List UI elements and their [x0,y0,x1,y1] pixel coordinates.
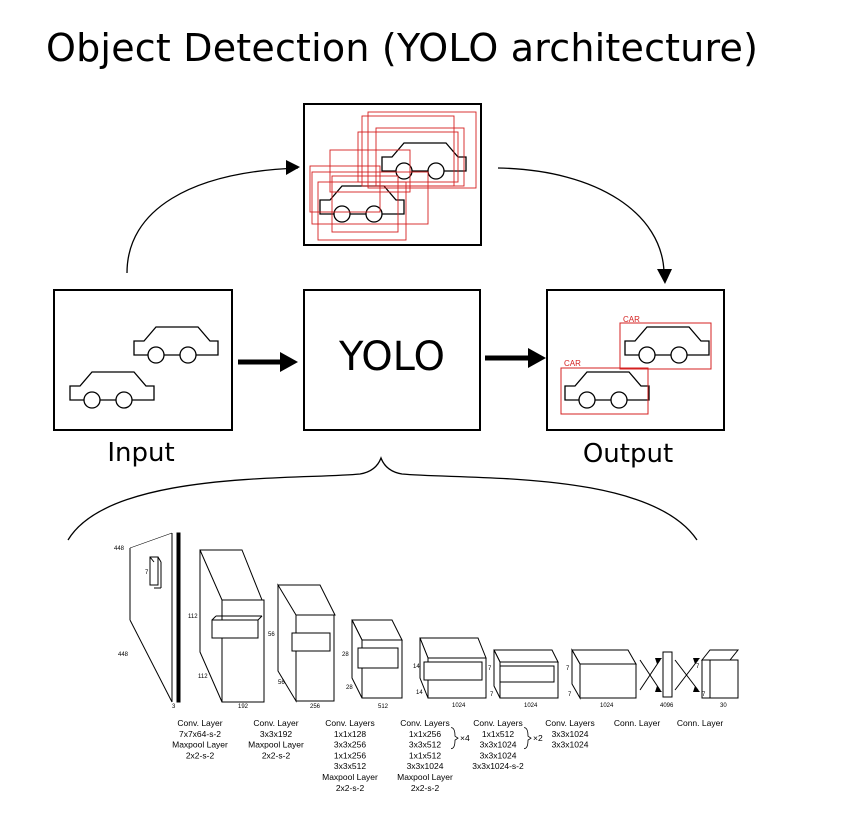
dim-label: 3 [172,704,176,710]
grid-predictions-panel [303,103,482,246]
stage-caption-line: 3x3x1024 [552,740,589,750]
stage-caption-line: 7x7x64-s-2 [179,729,221,739]
arrow-grid-to-output [497,167,665,273]
layer-conv-5 [493,649,559,699]
dim-label: 7 [568,692,572,698]
stage-caption-line: 1x1x128 [334,729,366,739]
layer-conv-2 [277,583,336,703]
stage-caption-line: Maxpool Layer [172,740,228,750]
dim-label: 28 [342,652,349,658]
arrow-input-to-yolo [238,352,298,372]
detection-box [619,322,712,370]
stage-caption-line: 3x3x1024 [480,750,517,760]
stage-caption-line: 1x1x512 [409,750,441,760]
layer-conv-6 [571,648,637,700]
stage-caption-line: 1x1x256 [409,729,441,739]
stage-caption-line: 3x3x512 [334,761,366,771]
input-panel [53,289,233,431]
dim-label: 7 [488,666,492,672]
stage-caption-line: 3x3x256 [334,740,366,750]
dim-label: 4096 [660,703,674,709]
dim-label: 192 [238,704,249,710]
stage-caption-line: Conv. Layers [400,718,449,728]
fc-arrowheads [655,658,700,692]
arrowhead-icon [286,160,300,175]
dim-label: 112 [198,674,208,680]
network-layers [129,532,740,703]
diagram-title: Object Detection (YOLO architecture) [46,26,759,70]
stage-caption-line: Conv. Layers [545,718,594,728]
stage-caption-line: Conv. Layers [473,718,522,728]
layer-fc-1 [639,651,699,698]
dim-label: 14 [416,690,423,696]
dim-label: 1024 [600,703,614,709]
stage-caption-line: 2x2-s-2 [411,783,440,793]
yolo-box [303,289,481,431]
stage-caption-line: 2x2-s-2 [262,750,291,760]
repeat-brace-icon [450,727,459,750]
detection-label: CAR [623,315,640,324]
stage-caption-line: Maxpool Layer [322,772,378,782]
dim-label: 7 [696,664,700,670]
layer-conv-1 [199,549,265,703]
input-label: Input [107,438,174,468]
dim-label: 448 [118,652,129,658]
dim-label: 56 [268,632,275,638]
dim-label: 30 [720,703,727,709]
repeat-brace-icon [523,727,532,750]
layer-output [700,649,740,699]
stage-caption-line: Maxpool Layer [248,740,304,750]
arrow-yolo-to-output [485,348,546,368]
stage-caption-line: 3x3x1024 [407,761,444,771]
candidate-boxes [309,111,477,241]
layer-input [129,532,181,703]
arrowhead-icon [657,269,672,284]
dim-label: 1024 [524,703,538,709]
dimension-labels: 448 448 3 7 112 112 192 56 56 256 28 28 … [114,546,727,710]
layer-conv-3 [351,619,403,699]
output-panel: CAR CAR [546,289,725,431]
dim-label: 56 [278,680,285,686]
arrow-input-to-grid [126,167,299,274]
stage-caption-line: Conv. Layer [177,718,222,728]
brace-icon [67,456,698,541]
stage-caption-line: Conn. Layer [614,718,660,728]
stage-caption-line: Maxpool Layer [397,772,453,782]
output-label: Output [583,439,673,469]
stage-caption-line: 2x2-s-2 [186,750,215,760]
yolo-label: YOLO [338,334,445,380]
repeat-count: ×4 [460,733,470,743]
stage-caption-line: Conv. Layer [253,718,298,728]
layer-conv-4 [419,637,487,699]
stage-caption-line: 3x3x1024 [480,740,517,750]
detection-label: CAR [564,359,581,368]
dim-label: 448 [114,546,125,552]
stage-caption-line: 1x1x512 [482,729,514,739]
dim-label: 7 [702,692,706,698]
dim-label: 7 [566,666,570,672]
dim-label: 7 [145,570,149,576]
dim-label: 112 [188,614,198,620]
stage-caption-line: Conn. Layer [677,718,723,728]
dim-label: 512 [378,704,389,710]
dim-label: 28 [346,685,353,691]
dim-label: 14 [413,664,420,670]
repeat-count: ×2 [533,733,543,743]
stage-caption-line: 3x3x192 [260,729,292,739]
detection-box [560,367,649,415]
stage-caption-line: 2x2-s-2 [336,783,365,793]
stage-caption-line: 3x3x512 [409,740,441,750]
stage-caption-line: 3x3x1024 [552,729,589,739]
stage-caption-line: Conv. Layers [325,718,374,728]
dim-label: 1024 [452,703,466,709]
stage-caption-line: 1x1x256 [334,750,366,760]
stage-caption-line: 3x3x1024-s-2 [472,761,524,771]
dim-label: 7 [490,692,494,698]
dim-label: 256 [310,704,321,710]
